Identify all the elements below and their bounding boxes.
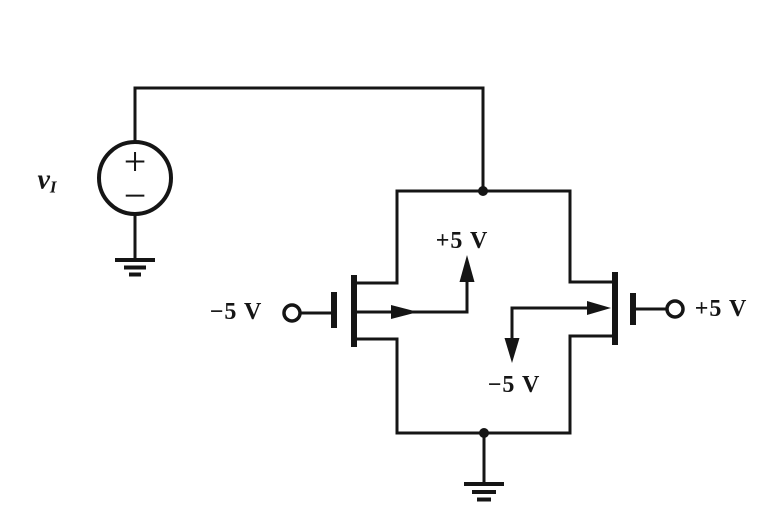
wire-nmos-drain-branch [568, 189, 614, 284]
nmos-transistor [504, 272, 685, 363]
wire-pmos-drain-branch [355, 189, 399, 285]
nmos-gate-voltage-label: +5 V [694, 296, 748, 322]
pmos-gate-bar [331, 292, 337, 328]
pmos-gate-voltage-label: −5 V [209, 299, 263, 325]
ground-symbol-main [464, 482, 504, 502]
wire-nmos-source-branch [568, 334, 614, 435]
top-node-dot [478, 186, 488, 196]
source-name-label: vI [37, 164, 57, 197]
supply-down-arrow-icon [504, 338, 520, 363]
source-name-main: v [37, 164, 50, 196]
supply-up-arrow-icon [459, 255, 475, 282]
nmos-gate-bar [630, 293, 636, 325]
nmos-channel-bar [612, 272, 618, 345]
wire-pmos-source-branch [355, 337, 399, 435]
source-minus-sign: − [123, 173, 147, 218]
wire-source-to-top-node [133, 86, 485, 193]
ground-symbol-source [115, 258, 155, 277]
pmos-channel-bar [351, 275, 357, 347]
bottom-node-dot [479, 428, 489, 438]
pmos-transistor [282, 255, 475, 347]
positive-supply-label: +5 V [435, 228, 489, 254]
source-plus-sign: + [123, 139, 147, 184]
pmos-gate-terminal-circle [282, 303, 302, 323]
nmos-gate-terminal-circle [665, 299, 685, 319]
negative-supply-label: −5 V [487, 372, 541, 398]
pmos-body-arrow-icon [391, 305, 418, 319]
source-name-subscript: I [49, 177, 57, 197]
nmos-body-arrow-icon [587, 301, 611, 315]
